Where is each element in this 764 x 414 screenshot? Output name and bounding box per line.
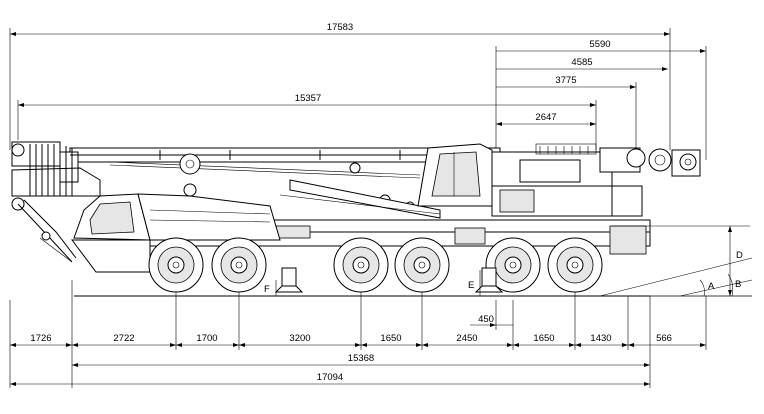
top-dimensions: 17583 5590 4585 3775 15357 2647 bbox=[9, 22, 707, 160]
height-E-label: E bbox=[468, 280, 474, 291]
driver-cab bbox=[73, 193, 281, 241]
dim-5590: 5590 bbox=[589, 39, 610, 50]
height-F-label: F bbox=[264, 284, 270, 295]
dim-2647: 2647 bbox=[535, 112, 556, 123]
wheel-5 bbox=[485, 237, 541, 293]
superstructure-grill bbox=[535, 143, 597, 155]
dim-2722: 2722 bbox=[113, 333, 134, 344]
dim-1430: 1430 bbox=[590, 333, 611, 344]
boom-head-sheaves bbox=[29, 144, 73, 196]
dim-450: 450 bbox=[478, 314, 494, 325]
dim-2450: 2450 bbox=[456, 333, 477, 344]
dim-15368: 15368 bbox=[348, 353, 374, 364]
wheel-6 bbox=[547, 237, 603, 293]
wheel-4 bbox=[394, 237, 450, 293]
dim-1700: 1700 bbox=[196, 333, 217, 344]
dim-450-group: 450 bbox=[470, 300, 514, 330]
dim-1650-a: 1650 bbox=[380, 333, 401, 344]
wheel-2 bbox=[211, 237, 267, 293]
wheel-3 bbox=[333, 237, 389, 293]
wheel-set bbox=[148, 237, 603, 293]
dim-3200: 3200 bbox=[289, 333, 310, 344]
dim-boom-length: 15357 bbox=[295, 93, 321, 104]
dim-overall-length: 17583 bbox=[327, 22, 353, 33]
dim-4585: 4585 bbox=[571, 57, 592, 68]
dim-17094: 17094 bbox=[317, 372, 343, 383]
superstructure bbox=[417, 143, 701, 217]
height-D-label: D bbox=[736, 250, 743, 261]
dim-1650-b: 1650 bbox=[533, 333, 554, 344]
angle-A-label: A bbox=[708, 281, 715, 292]
telescopic-boom bbox=[11, 141, 501, 263]
bottom-dimensions: 1726 2722 1700 3200 1650 2450 1650 1430 … bbox=[9, 280, 707, 388]
angle-B-label: B bbox=[735, 279, 741, 290]
dim-1726: 1726 bbox=[30, 333, 51, 344]
dim-566: 566 bbox=[656, 333, 672, 344]
wheel-1 bbox=[148, 237, 204, 293]
dim-3775: 3775 bbox=[555, 75, 576, 86]
height-markers: D E F bbox=[264, 225, 752, 297]
